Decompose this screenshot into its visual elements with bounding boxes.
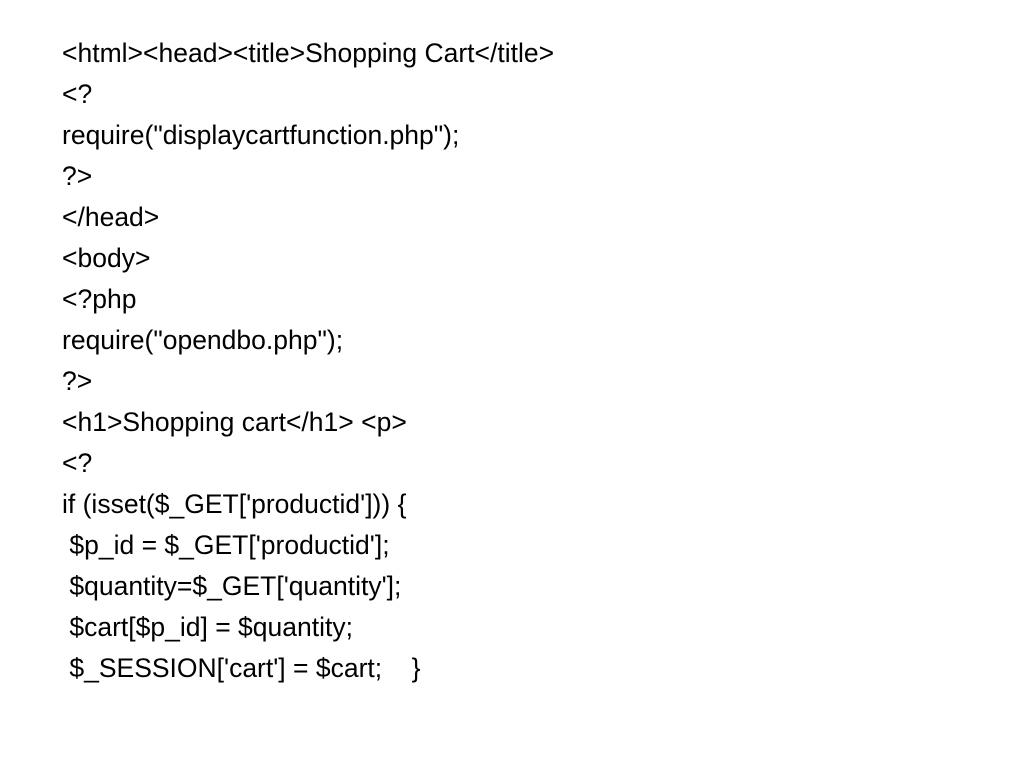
code-line-9: ?>	[62, 366, 93, 396]
code-line-7: <?php	[62, 284, 137, 314]
code-line-8: require("opendbo.php");	[62, 325, 344, 355]
code-line-16: $_SESSION['cart'] = $cart; }	[62, 653, 421, 683]
code-line-10: <h1>Shopping cart</h1> <p>	[62, 407, 407, 437]
code-line-6: <body>	[62, 243, 151, 273]
code-line-11: <?	[62, 448, 93, 478]
code-line-2: <?	[62, 79, 93, 109]
code-line-14: $quantity=$_GET['quantity'];	[62, 571, 402, 601]
code-listing: <html><head><title>Shopping Cart</title>…	[62, 33, 962, 689]
code-line-5: </head>	[62, 202, 160, 232]
code-line-4: ?>	[62, 161, 93, 191]
code-line-12: if (isset($_GET['productid'])) {	[62, 489, 407, 519]
code-line-15: $cart[$p_id] = $quantity;	[62, 612, 353, 642]
code-line-1: <html><head><title>Shopping Cart</title>	[62, 38, 555, 68]
code-line-3: require("displaycartfunction.php");	[62, 120, 460, 150]
code-line-13: $p_id = $_GET['productid'];	[62, 530, 390, 560]
